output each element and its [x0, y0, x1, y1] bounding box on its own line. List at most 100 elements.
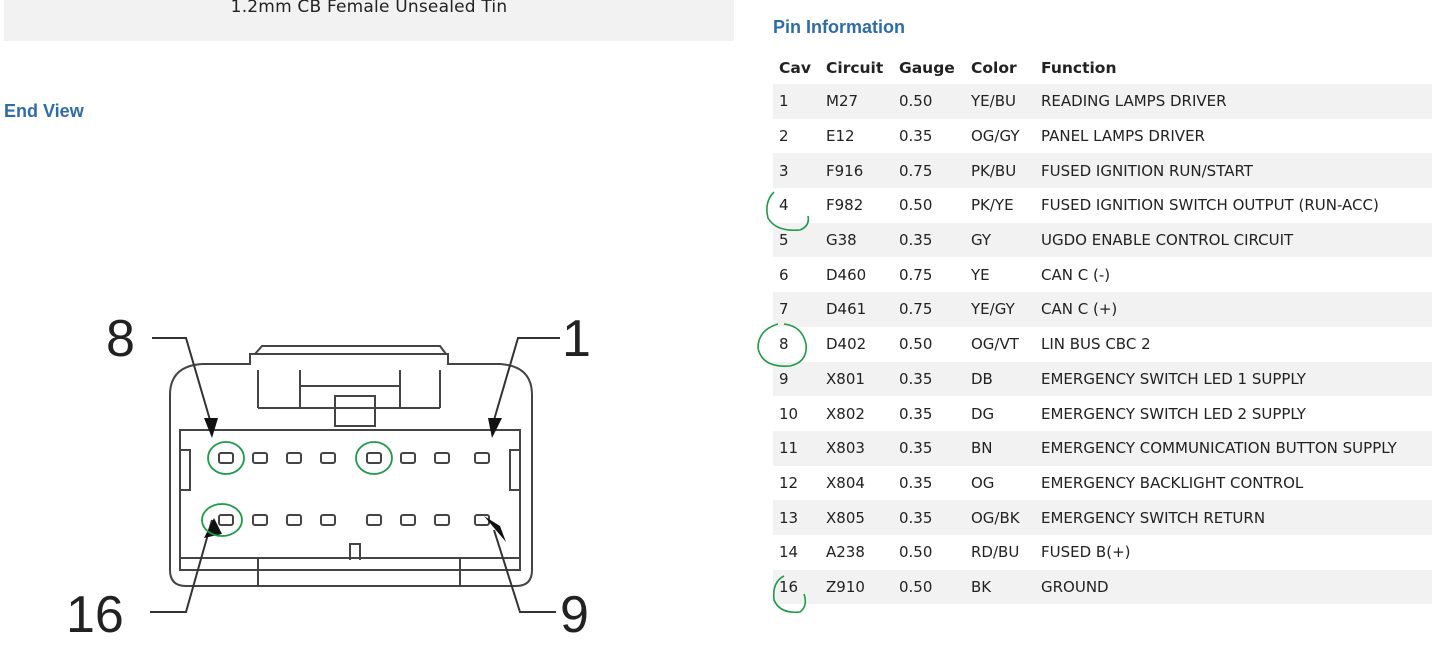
column-header-gauge: Gauge [893, 52, 965, 84]
pin-label-1: 1 [562, 310, 591, 368]
cell-circuit: G38 [820, 222, 893, 258]
cell-color: YE/BU [965, 84, 1035, 119]
cavity-top-6 [400, 452, 416, 464]
cell-cav: 3 [773, 153, 820, 189]
cell-function: READING LAMPS DRIVER [1035, 84, 1432, 119]
cell-gauge: 0.75 [893, 153, 965, 189]
cavity-bottom-1 [218, 514, 234, 526]
cavity-group [218, 452, 490, 526]
table-annotations [757, 191, 810, 614]
cell-gauge: 0.35 [893, 465, 965, 501]
cell-function: FUSED IGNITION RUN/START [1035, 153, 1432, 189]
cavity-top-3 [286, 452, 302, 464]
cell-color: YE [965, 257, 1035, 293]
cell-circuit: F916 [820, 153, 893, 189]
cell-color: DB [965, 361, 1035, 397]
cell-function: UGDO ENABLE CONTROL CIRCUIT [1035, 222, 1432, 258]
cell-cav: 16 [773, 569, 820, 605]
cell-function: FUSED IGNITION SWITCH OUTPUT (RUN-ACC) [1035, 188, 1432, 223]
cell-gauge: 0.35 [893, 500, 965, 535]
cell-color: PK/BU [965, 153, 1035, 189]
cell-cav: 6 [773, 257, 820, 293]
cavity-bottom-6 [400, 514, 416, 526]
leader-line-9 [493, 529, 556, 613]
cell-cav: 7 [773, 292, 820, 327]
cell-gauge: 0.35 [893, 222, 965, 258]
annotation-circle-cavity-8 [207, 441, 245, 475]
cavity-top-8 [474, 452, 490, 464]
cavity-bottom-5 [366, 514, 382, 526]
cavity-top-5 [366, 452, 382, 464]
cavity-bottom-8 [474, 514, 490, 526]
cell-circuit: Z910 [820, 569, 893, 605]
annotation-circle-row-16 [772, 575, 807, 614]
cell-gauge: 0.35 [893, 361, 965, 397]
cell-cav: 4 [773, 188, 820, 223]
annotation-circle-row-8 [757, 323, 807, 367]
cell-circuit: D402 [820, 326, 893, 362]
column-header-circuit: Circuit [820, 52, 893, 84]
column-header-color: Color [965, 52, 1035, 84]
cell-color: BK [965, 569, 1035, 605]
leader-line-8 [152, 337, 211, 421]
cell-cav: 12 [773, 465, 820, 501]
cell-function: EMERGENCY SWITCH LED 2 SUPPLY [1035, 396, 1432, 431]
cell-cav: 11 [773, 430, 820, 466]
cell-circuit: D461 [820, 292, 893, 327]
cavity-top-2 [252, 452, 268, 464]
cell-gauge: 0.75 [893, 257, 965, 293]
cell-color: OG/GY [965, 118, 1035, 154]
cell-color: OG/BK [965, 500, 1035, 535]
cell-color: DG [965, 396, 1035, 431]
connector-side-tab-left [180, 449, 191, 491]
cell-color: PK/YE [965, 188, 1035, 223]
part-description-bar: 1.2mm CB Female Unsealed Tin [4, 0, 734, 41]
annotation-circle-cavity-4 [355, 441, 393, 475]
arrowhead-8 [204, 418, 218, 438]
cell-function: EMERGENCY COMMUNICATION BUTTON SUPPLY [1035, 430, 1432, 466]
table-header-row: Cav Circuit Gauge Color Function [773, 52, 1432, 84]
cell-circuit: X805 [820, 500, 893, 535]
pin-label-9: 9 [560, 586, 589, 644]
cell-circuit: X801 [820, 361, 893, 397]
connector-top-latch [254, 345, 447, 355]
cell-color: RD/BU [965, 534, 1035, 570]
leader-line-1 [493, 337, 560, 421]
cell-gauge: 0.35 [893, 118, 965, 154]
cavity-top-4 [320, 452, 336, 464]
pin-label-8: 8 [106, 310, 135, 368]
cell-circuit: E12 [820, 118, 893, 154]
cell-function: EMERGENCY BACKLIGHT CONTROL [1035, 465, 1432, 501]
pin-information-title: Pin Information [773, 17, 905, 37]
cavity-bottom-4 [320, 514, 336, 526]
connector-key-notch [349, 543, 361, 560]
annotation-circle-cavity-16 [201, 503, 243, 537]
cell-circuit: X802 [820, 396, 893, 431]
cell-function: GROUND [1035, 569, 1432, 605]
cell-function: CAN C (-) [1035, 257, 1432, 293]
end-view-title: End View [4, 101, 84, 121]
connector-side-tab-right [509, 449, 520, 491]
cell-function: PANEL LAMPS DRIVER [1035, 118, 1432, 154]
cell-cav: 13 [773, 500, 820, 535]
pin-label-16: 16 [66, 586, 124, 644]
cell-cav: 2 [773, 118, 820, 154]
cell-cav: 14 [773, 534, 820, 570]
cell-gauge: 0.50 [893, 569, 965, 605]
cell-gauge: 0.50 [893, 188, 965, 223]
cell-circuit: X803 [820, 430, 893, 466]
cavity-top-7 [434, 452, 450, 464]
cell-circuit: A238 [820, 534, 893, 570]
cell-gauge: 0.35 [893, 430, 965, 466]
cavity-bottom-3 [286, 514, 302, 526]
